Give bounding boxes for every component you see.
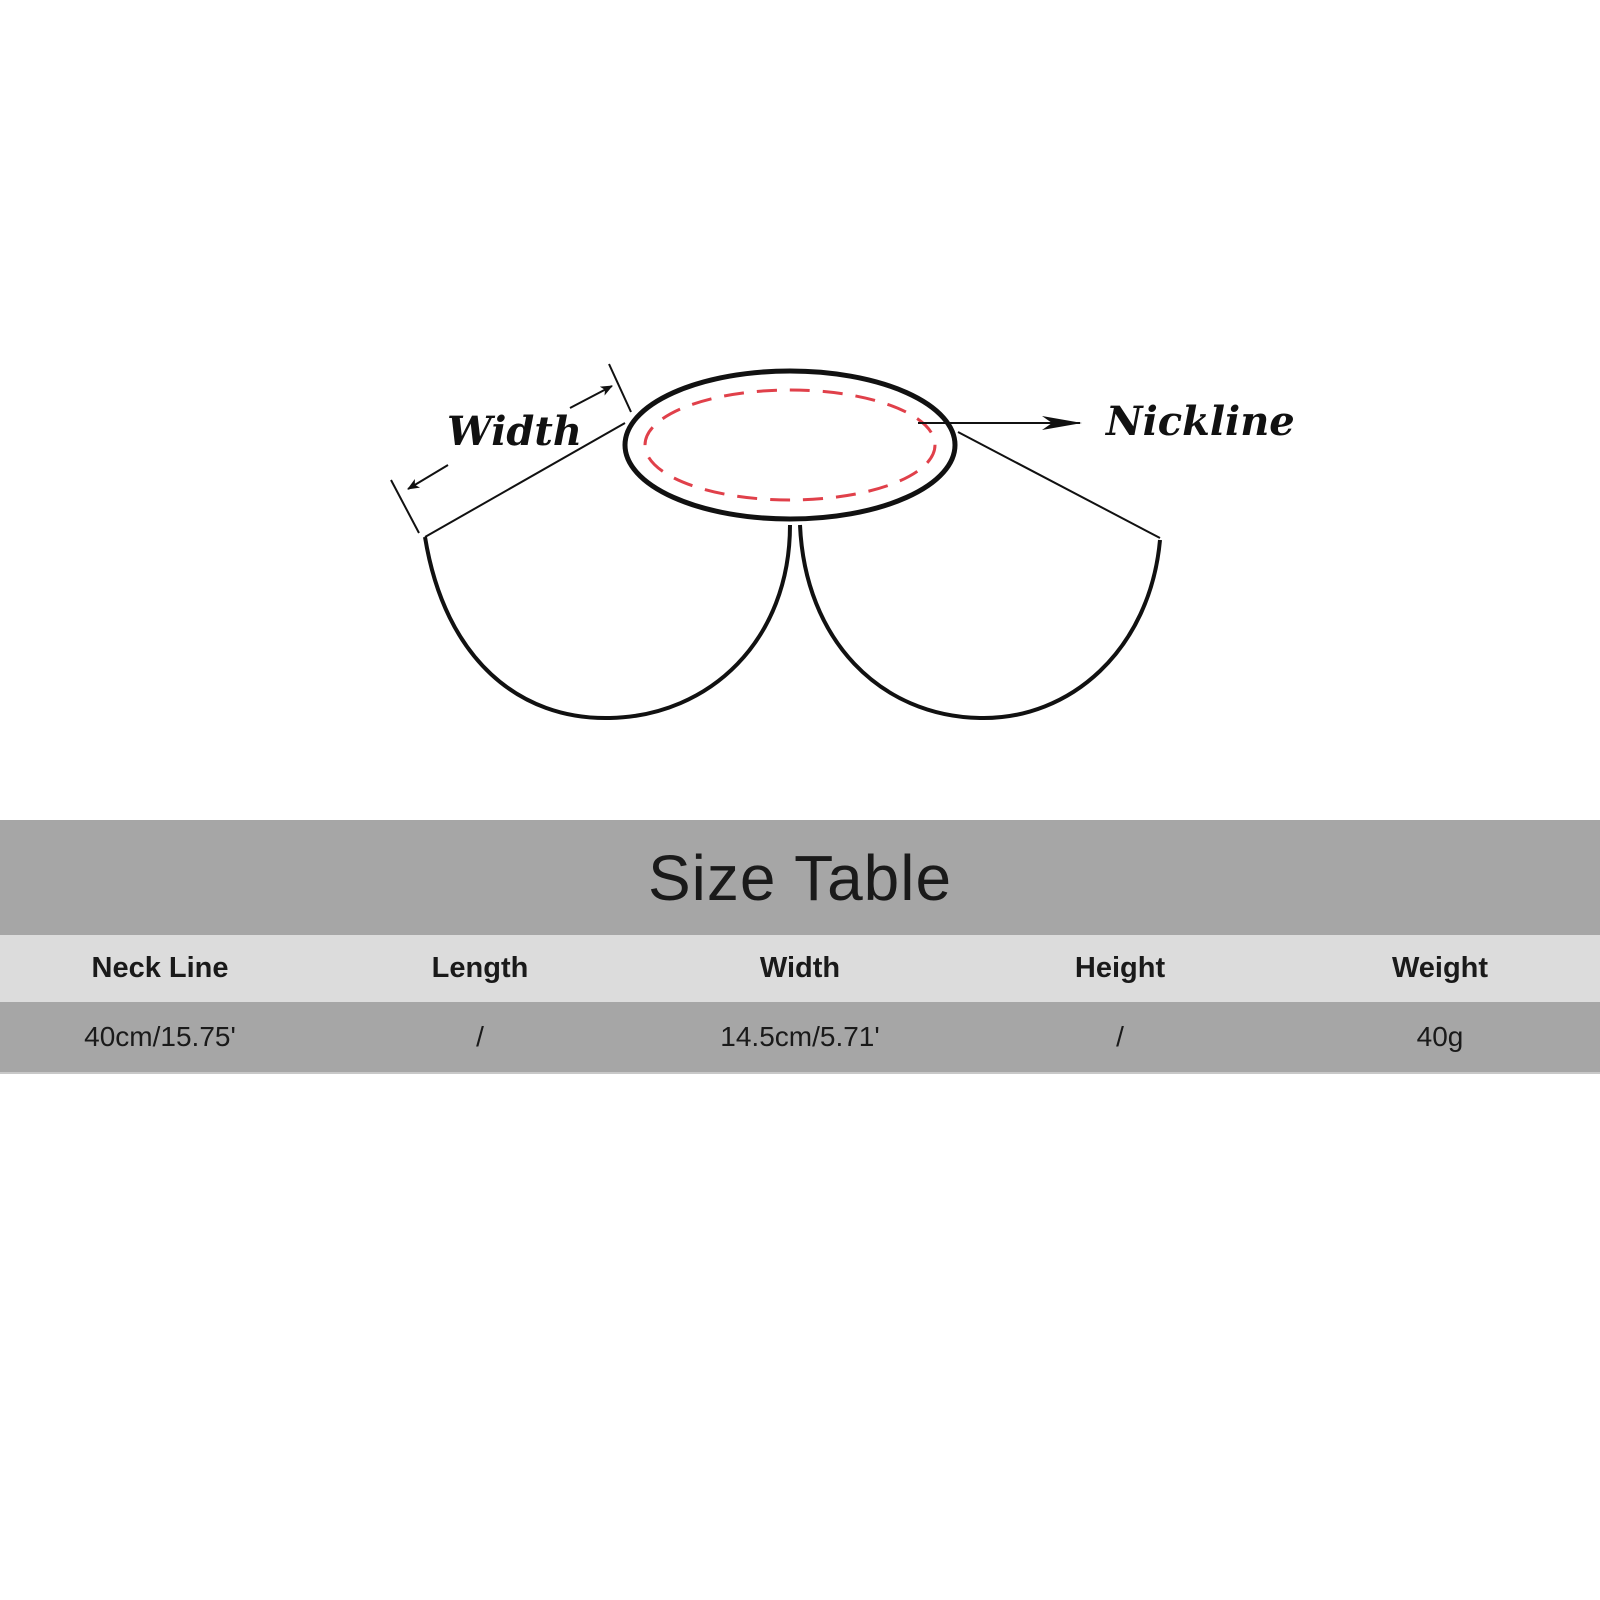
header-width: Width <box>759 952 841 984</box>
width-arrow-left <box>407 464 449 490</box>
left-collar-flap <box>423 524 792 721</box>
table-row: 40cm/15.75' / 14.5cm/5.71' / 40g <box>0 1002 1600 1074</box>
header-weight: Weight <box>1391 952 1489 984</box>
width-tick-right <box>608 363 632 413</box>
table-header-row: Neck Line Length Width Height Weight <box>0 935 1600 1002</box>
right-collar-flap <box>798 524 1162 721</box>
width-tick-left <box>390 479 420 534</box>
value-weight: 40g <box>1416 1021 1464 1052</box>
left-edge-line <box>424 422 626 538</box>
size-table-title: Size Table <box>647 841 953 914</box>
collar-diagram: Width Nickline <box>390 363 1295 721</box>
size-table-title-bar: Size Table <box>0 820 1600 935</box>
header-length: Length <box>431 952 529 984</box>
neck-opening <box>622 368 958 522</box>
right-edge-line <box>957 431 1161 539</box>
value-height: / <box>1116 1021 1124 1052</box>
value-length: / <box>476 1021 484 1052</box>
width-arrow-right <box>569 385 613 409</box>
value-width: 14.5cm/5.71' <box>720 1021 880 1052</box>
size-table: Size Table Neck Line Length Width Height… <box>0 820 1600 1074</box>
header-height: Height <box>1074 952 1166 984</box>
neckline-dashed <box>643 388 937 502</box>
neckline-label: Nickline <box>1104 398 1295 445</box>
width-label: Width <box>447 408 582 455</box>
value-neck-line: 40cm/15.75' <box>84 1021 236 1052</box>
header-neck-line: Neck Line <box>91 952 229 984</box>
